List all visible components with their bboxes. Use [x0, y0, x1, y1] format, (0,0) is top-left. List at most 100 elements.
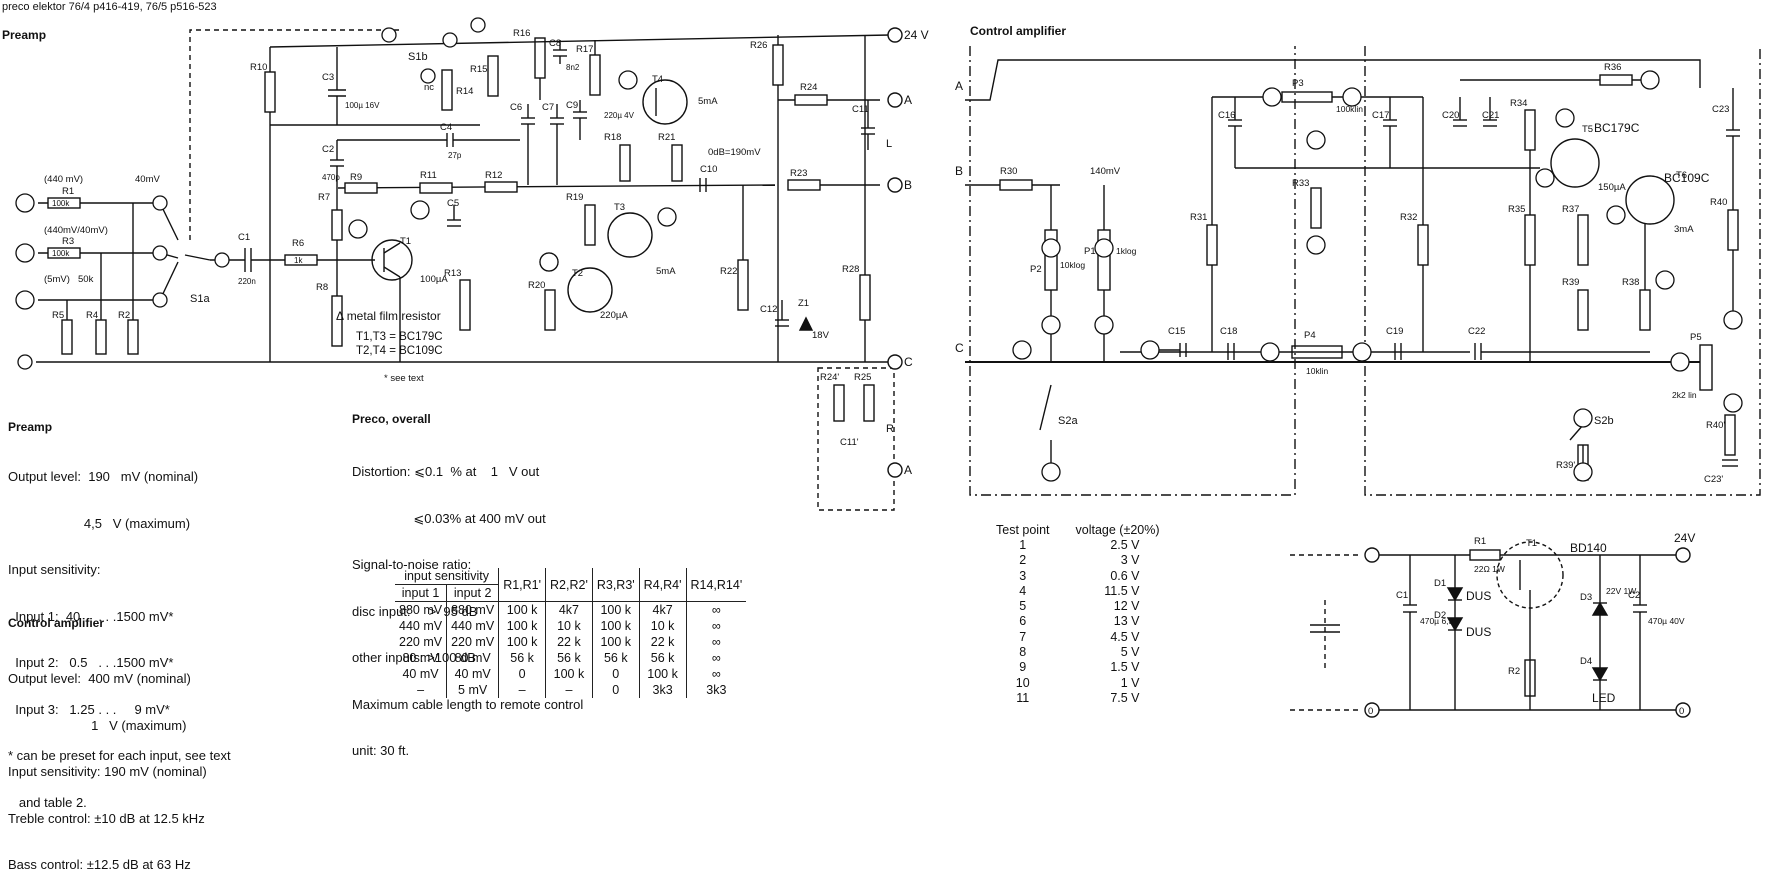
- spec-line: Input sensitivity:: [8, 562, 101, 577]
- r32: [1417, 224, 1429, 266]
- label-r9: R9: [350, 172, 362, 183]
- test-point-7b: [1535, 168, 1555, 188]
- test-point-11a: [1306, 235, 1326, 255]
- label-in2-level: (440mV/40mV): [44, 225, 108, 236]
- test-point-voltage: 12 V: [1113, 599, 1140, 614]
- spec-line: Input 3: 1.25 . . . 9 mV*: [8, 701, 170, 717]
- test-point-8b: [1555, 108, 1575, 128]
- label-p5-val: 2k2 lin: [1672, 390, 1697, 400]
- label-r30: R30: [1000, 166, 1017, 177]
- label-r40p: R40': [1706, 420, 1725, 431]
- control-enclosure-right: [1364, 46, 1761, 496]
- col-header: R4,R4': [639, 568, 687, 602]
- r13: [459, 279, 471, 331]
- label-c2-val: 470p: [322, 173, 340, 182]
- r40: [1727, 209, 1739, 251]
- label-see-text: * see text: [384, 373, 424, 384]
- test-point-5: [1094, 238, 1114, 258]
- sensitivity-group-header: input sensitivity: [395, 568, 500, 585]
- table-cell: 0: [498, 666, 547, 682]
- r2: [127, 319, 139, 355]
- test-point-voltage: 2.5 V: [1110, 537, 1140, 552]
- table-cell: 100 k: [592, 634, 640, 650]
- label-0db: 0dB=190mV: [708, 147, 761, 158]
- test-point-voltage: 1.5 V: [1110, 660, 1140, 675]
- label-r8: R8: [316, 282, 328, 293]
- r11: [419, 182, 453, 194]
- label-in-a: A: [955, 79, 963, 93]
- table-cell: 440 mV: [446, 618, 500, 634]
- control-specs: Output level: 400 mV (nominal) 1 V (maxi…: [8, 640, 207, 888]
- test-point-number: 6: [1019, 614, 1027, 629]
- t6-symbol: [1625, 175, 1675, 225]
- table-cell: 80 mV: [446, 650, 500, 666]
- label-t-types-1: T1,T3 = BC179C: [356, 331, 443, 343]
- test-point-voltage: 3 V: [1120, 553, 1140, 568]
- table-cell: 22 k: [545, 634, 593, 650]
- spec-line: Output level: 400 mV (nominal): [8, 671, 191, 686]
- label-40mv: 40mV: [135, 174, 160, 185]
- label-c15: C15: [1168, 326, 1185, 337]
- label-t5-type: BC179C: [1594, 121, 1640, 135]
- test-point-voltage: 7.5 V: [1110, 690, 1140, 705]
- label-r17: R17: [576, 44, 593, 55]
- label-psu-led: LED: [1592, 691, 1616, 705]
- label-psu-24v: 24V: [1674, 531, 1695, 545]
- label-r21: R21: [658, 132, 675, 143]
- test-point-voltage: 4.5 V: [1110, 629, 1140, 644]
- label-t-types-2: T2,T4 = BC109C: [356, 345, 443, 357]
- label-metal-film: Δ metal film resistor: [336, 309, 441, 323]
- label-r10: R10: [250, 62, 267, 73]
- label-c17: C17: [1372, 110, 1389, 121]
- label-t4: T4: [652, 74, 663, 85]
- r1: [47, 197, 81, 209]
- table-cell: 5 mV: [446, 682, 500, 698]
- label-r18: R18: [604, 132, 621, 143]
- label-in-c: C: [955, 341, 964, 355]
- test-point-12: [1260, 342, 1280, 362]
- r26: [772, 44, 784, 86]
- label-r24: R24: [800, 82, 817, 93]
- label-s1a: S1a: [190, 293, 210, 305]
- label-t6: T6: [1676, 170, 1687, 181]
- preamp-specs-title: Preamp: [8, 420, 53, 434]
- label-r32: R32: [1400, 212, 1417, 223]
- table-cell: 10 k: [639, 618, 687, 634]
- label-r37: R37: [1562, 204, 1579, 215]
- table-cell: 880 mV: [395, 601, 448, 618]
- test-point-voltage: 1 V: [1120, 675, 1140, 690]
- table-cell: 100 k: [498, 601, 547, 618]
- label-t2: T2: [572, 268, 583, 279]
- test-point-number: 8: [1019, 645, 1027, 660]
- label-c23: C23: [1712, 104, 1729, 115]
- label-psu-r2: R2: [1508, 666, 1520, 677]
- test-point-15: [1573, 462, 1593, 482]
- test-point-voltage: 0.6 V: [1110, 568, 1140, 583]
- test-point-17: [1670, 352, 1690, 372]
- test-point-number: 11: [1016, 690, 1030, 705]
- overall-specs-title: Preco, overall: [352, 412, 431, 426]
- table-cell: ∞: [711, 603, 721, 617]
- r31: [1206, 224, 1218, 266]
- label-psu-c1-val: 470µ 6,3V: [1420, 616, 1459, 626]
- label-r25: R25: [854, 372, 871, 383]
- test-point-11: [1640, 70, 1660, 90]
- label-r6: R6: [292, 238, 304, 249]
- table-cell: 220 mV: [395, 634, 448, 650]
- label-r40: R40: [1710, 197, 1727, 208]
- label-c16: C16: [1218, 110, 1235, 121]
- label-c19: C19: [1386, 326, 1403, 337]
- r22: [737, 259, 749, 311]
- label-r6-val: 1k: [294, 256, 303, 265]
- spec-line: Treble control: ±10 dB at 12.5 kHz: [8, 810, 205, 826]
- label-psu-d4: D4: [1580, 656, 1592, 667]
- r16: [534, 37, 546, 79]
- t3-symbol: [607, 212, 653, 258]
- label-psu-r1-val: 22Ω 1W: [1474, 564, 1505, 574]
- spec-line: Output level: 190 mV (nominal): [8, 469, 199, 484]
- label-t1: T1: [400, 236, 411, 247]
- label-c4: C4: [440, 122, 452, 133]
